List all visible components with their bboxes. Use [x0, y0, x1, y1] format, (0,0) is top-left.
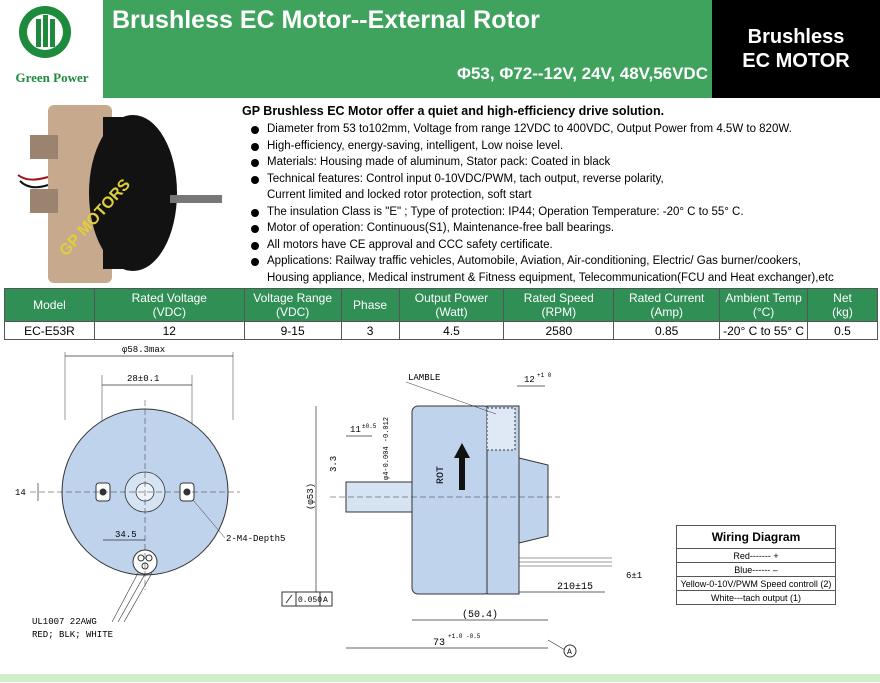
wiring-diagram: Wiring Diagram Red------- + Blue------ –…	[676, 525, 836, 605]
dim-total: 73	[433, 638, 445, 649]
spec-cell-output-power: 4.5	[398, 321, 505, 340]
dim-body-dia: (φ53)	[306, 483, 316, 510]
spec-cell-net: 0.5	[807, 321, 878, 340]
wiring-title: Wiring Diagram	[676, 525, 836, 549]
spec-cell-rated-current: 0.85	[613, 321, 721, 340]
spec-header-phase: Phase	[340, 288, 400, 322]
footer-bar	[0, 674, 880, 682]
dim-cable: 210±15	[557, 582, 593, 593]
feature-item: Diameter from 53 to102mm, Voltage from r…	[242, 121, 878, 138]
dim-shaft-dia: φ4-0.004 -0.012	[383, 417, 391, 480]
feature-title: GP Brushless EC Motor offer a quiet and …	[242, 104, 665, 118]
dim-shaft-tol: ±0.5	[362, 423, 377, 430]
header: Green Power Brushless EC Motor--External…	[0, 0, 880, 98]
feature-section: GP Brushless EC Motor offer a quiet and …	[242, 104, 878, 286]
dim-height: 14	[15, 488, 26, 498]
dim-flat: 3.3	[329, 456, 339, 472]
spec-cell-voltage-range: 9-15	[243, 321, 342, 340]
datum-circle-label: A	[567, 648, 572, 657]
spec-header-ambient-temp: Ambient Temp (°C)	[719, 288, 809, 322]
spec-header-row: Model Rated Voltage (VDC) Voltage Range …	[4, 288, 878, 322]
wiring-blue: Blue------ –	[676, 562, 836, 577]
spec-cell-phase: 3	[340, 321, 400, 340]
page-subtitle: Φ53, Φ72--12V, 24V, 48V,56VDC	[457, 64, 708, 83]
feature-item: Motor of operation: Continuous(S1), Main…	[242, 220, 878, 237]
datum-box-label: A	[323, 596, 328, 605]
table-row: White---tach output (1)	[676, 590, 836, 605]
motor-photo: GP MOTORS	[8, 105, 223, 285]
wiring-white: White---tach output (1)	[676, 590, 836, 605]
spec-header-output-power: Output Power (Watt)	[398, 288, 505, 322]
dim-total-tol: +1.0 -0.5	[448, 633, 481, 640]
spec-header-rated-current: Rated Current (Amp)	[613, 288, 721, 322]
note-holes: 2-M4-Depth5	[226, 534, 285, 544]
spec-cell-model: EC-E53R	[4, 321, 95, 340]
table-row: EC-E53R 12 9-15 3 4.5 2580 0.85 -20° C t…	[4, 321, 878, 340]
dim-offset: 34.5	[115, 530, 137, 540]
spec-header-net: Net (kg)	[807, 288, 878, 322]
table-row: Yellow-0-10V/PWM Speed controll (2)	[676, 576, 836, 591]
dim-top: 12	[524, 375, 535, 385]
brand-logo: Green Power	[0, 0, 103, 98]
dim-lead: 6±1	[626, 571, 642, 581]
badge-line2: EC MOTOR	[742, 50, 850, 72]
label-lamble: LAMBLE	[408, 373, 440, 383]
spec-cell-rated-speed: 2580	[503, 321, 615, 340]
feature-item: Technical features: Control input 0-10VD…	[242, 171, 878, 204]
wiring-red: Red------- +	[676, 548, 836, 563]
dim-diameter: φ58.3max	[122, 345, 165, 355]
technical-drawings: φ58.3max 28±0.1 14 34.5 2-M4-Depth5	[0, 340, 880, 678]
front-view-drawing: φ58.3max 28±0.1 14 34.5 2-M4-Depth5	[15, 345, 285, 640]
page-title: Brushless EC Motor--External Rotor	[112, 6, 540, 34]
side-view-drawing: ROT LAMBLE 12 +1 0 11 ±0.5 φ4-0.004 -0.0…	[281, 372, 642, 658]
spec-cell-ambient-temp: -20° C to 55° C	[719, 321, 809, 340]
logo-icon	[19, 6, 71, 58]
product-badge: Brushless EC MOTOR	[712, 0, 880, 98]
table-row: Red------- +	[676, 548, 836, 563]
feature-item: The insulation Class is "E" ; Type of pr…	[242, 204, 878, 221]
feature-item: High-efficiency, energy-saving, intellig…	[242, 138, 878, 155]
table-row: Blue------ –	[676, 562, 836, 577]
logo-text: Green Power	[15, 70, 89, 85]
dim-top-tol: +1 0	[537, 372, 552, 379]
wiring-yellow: Yellow-0-10V/PWM Speed controll (2)	[676, 576, 836, 591]
feature-item: Applications: Railway traffic vehicles, …	[242, 253, 878, 286]
spec-table: Model Rated Voltage (VDC) Voltage Range …	[4, 288, 878, 340]
feature-item: All motors have CE approval and CCC safe…	[242, 237, 878, 254]
spec-header-rated-voltage: Rated Voltage (VDC)	[93, 288, 245, 322]
cable-spec: UL1007 22AWG	[32, 617, 97, 627]
spec-cell-rated-voltage: 12	[93, 321, 245, 340]
dim-body-len: (50.4)	[462, 609, 498, 621]
dim-width: 28±0.1	[127, 374, 159, 384]
badge-line1: Brushless	[747, 26, 845, 48]
spec-header-model: Model	[4, 288, 95, 322]
spec-header-voltage-range: Voltage Range (VDC)	[243, 288, 342, 322]
dim-shaft-len: 11	[350, 425, 361, 435]
feature-item: Materials: Housing made of aluminum, Sta…	[242, 154, 878, 171]
feature-list: Diameter from 53 to102mm, Voltage from r…	[242, 121, 878, 286]
title-banner: Brushless EC Motor--External Rotor Φ53, …	[103, 0, 712, 98]
spec-header-rated-speed: Rated Speed (RPM)	[503, 288, 615, 322]
rot-label: ROT	[436, 466, 447, 484]
dim-flatness: 0.050	[298, 596, 322, 605]
cable-colors: RED; BLK; WHITE	[32, 630, 113, 640]
